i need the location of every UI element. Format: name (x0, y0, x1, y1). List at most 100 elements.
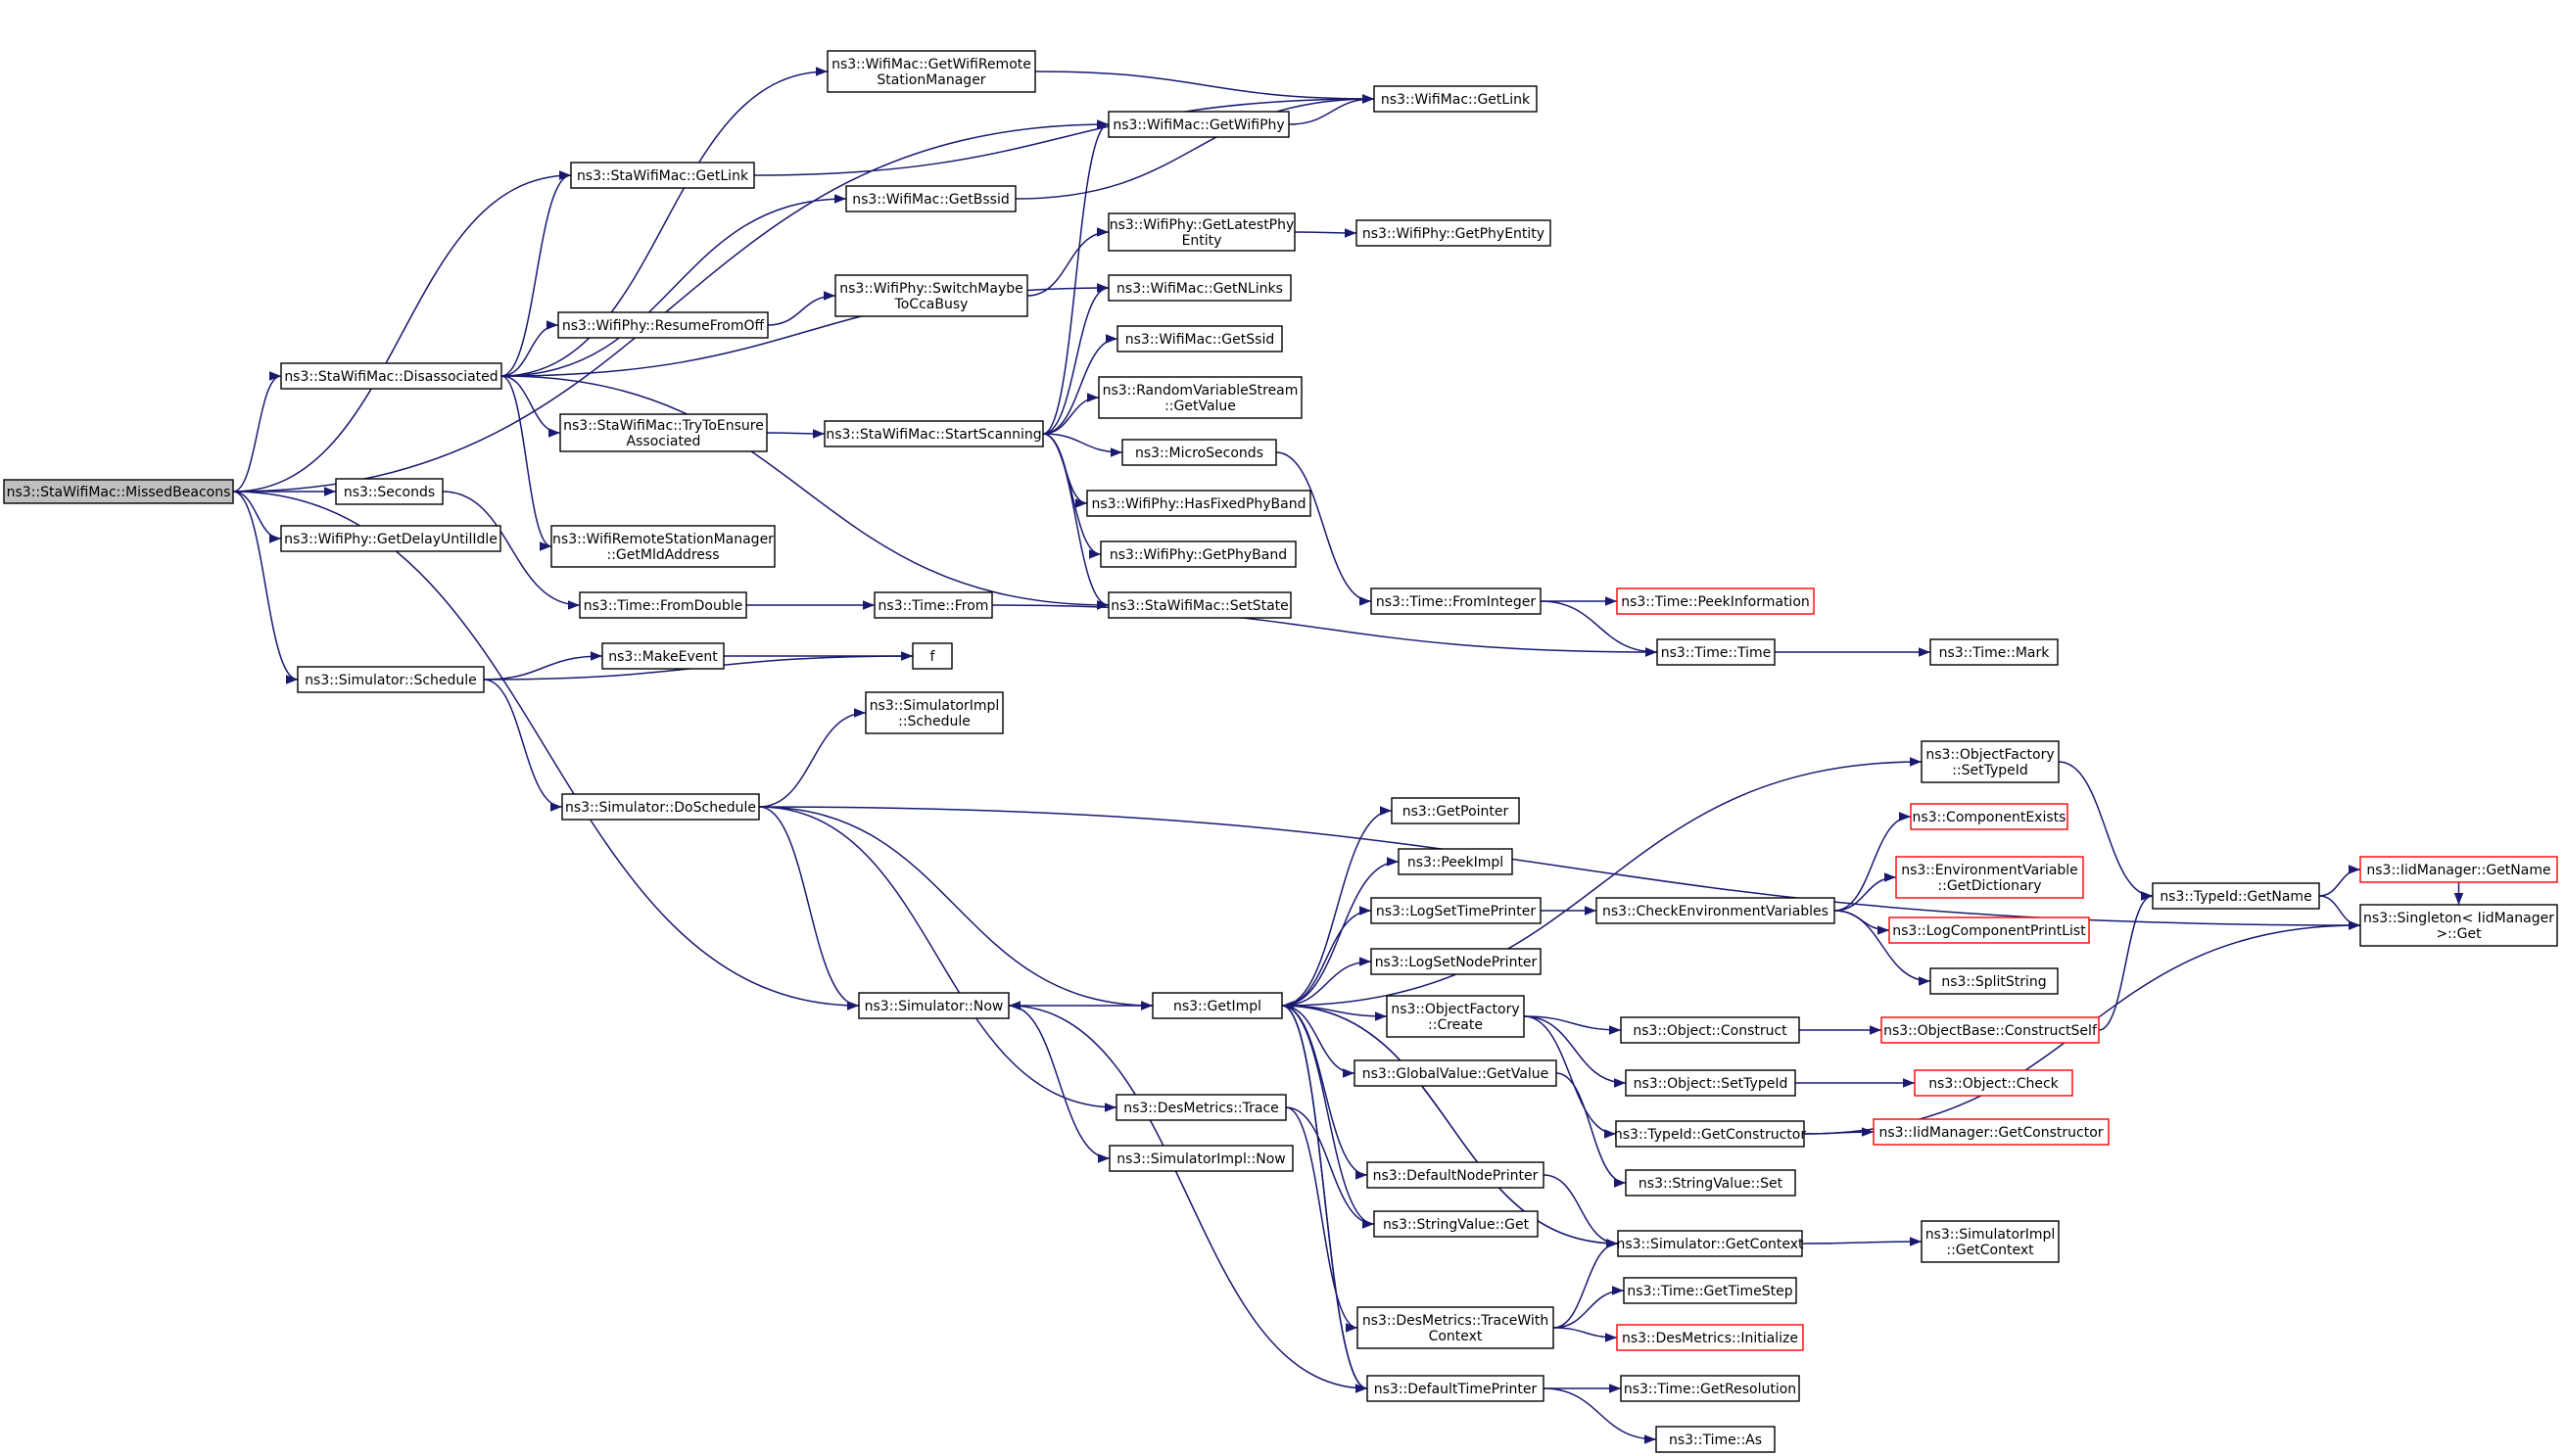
node-from-double[interactable]: ns3::Time::FromDouble (579, 591, 747, 619)
node-simimpl-get-context[interactable]: ns3::SimulatorImpl::GetContext (1921, 1220, 2060, 1263)
node-default-time-printer[interactable]: ns3::DefaultTimePrinter (1366, 1375, 1544, 1402)
node-get-pointer[interactable]: ns3::GetPointer (1391, 797, 1520, 824)
node-seconds[interactable]: ns3::Seconds (335, 478, 444, 505)
node-get-phy-band[interactable]: ns3::WifiPhy::GetPhyBand (1100, 540, 1297, 568)
node-f[interactable]: f (912, 642, 953, 670)
node-des-trace[interactable]: ns3::DesMetrics::Trace (1116, 1094, 1287, 1121)
node-simimpl-schedule[interactable]: ns3::SimulatorImpl::Schedule (865, 691, 1004, 734)
node-box (865, 691, 1004, 734)
node-get-resolution[interactable]: ns3::Time::GetResolution (1620, 1375, 1800, 1402)
node-sim-now[interactable]: ns3::Simulator::Now (858, 992, 1010, 1019)
node-label: Entity (1182, 233, 1222, 249)
node-label: ns3::Time::From (879, 598, 989, 614)
node-set-state[interactable]: ns3::StaWifiMac::SetState (1108, 591, 1292, 619)
node-rv-get-value[interactable]: ns3::RandomVariableStream::GetValue (1098, 376, 1303, 419)
node-peek-impl[interactable]: ns3::PeekImpl (1398, 848, 1513, 875)
node-label: ns3::WifiPhy::GetLatestPhy (1110, 217, 1295, 233)
edge-check-env-vars-to-component-exists (1833, 812, 1912, 912)
node-typeid-get-name[interactable]: ns3::TypeId::GetName (2152, 882, 2320, 910)
node-time-time[interactable]: ns3::Time::Time (1656, 638, 1776, 666)
node-box (874, 591, 993, 619)
node-resume-from-off[interactable]: ns3::WifiPhy::ResumeFromOff (557, 311, 769, 339)
node-get-wifi-phy[interactable]: ns3::WifiMac::GetWifiPhy (1108, 111, 1290, 138)
node-missed-beacons[interactable]: ns3::StaWifiMac::MissedBeacons (3, 479, 234, 504)
node-micro-seconds[interactable]: ns3::MicroSeconds (1121, 439, 1277, 466)
node-box (1109, 1145, 1294, 1172)
node-get-impl[interactable]: ns3::GetImpl (1152, 992, 1283, 1019)
node-global-get-value[interactable]: ns3::GlobalValue::GetValue (1354, 1059, 1557, 1087)
node-label: ::Create (1428, 1017, 1483, 1033)
node-log-set-time-printer[interactable]: ns3::LogSetTimePrinter (1370, 897, 1542, 924)
node-string-value-get[interactable]: ns3::StringValue::Get (1373, 1210, 1539, 1238)
node-sim-schedule[interactable]: ns3::Simulator::Schedule (297, 666, 485, 693)
node-start-scanning[interactable]: ns3::StaWifiMac::StartScanning (824, 420, 1044, 447)
node-string-value-set[interactable]: ns3::StringValue::Set (1625, 1169, 1796, 1197)
node-log-set-node-printer[interactable]: ns3::LogSetNodePrinter (1370, 948, 1542, 975)
node-time-as[interactable]: ns3::Time::As (1655, 1426, 1776, 1453)
node-label: ns3::Object::SetTypeId (1634, 1076, 1788, 1092)
node-object-construct[interactable]: ns3::Object::Construct (1620, 1016, 1800, 1044)
edge-missed-beacons-to-sim-schedule (232, 491, 299, 684)
node-box (2359, 856, 2558, 883)
node-label: ns3::Time::GetResolution (1624, 1382, 1796, 1397)
node-env-get-dictionary[interactable]: ns3::EnvironmentVariable::GetDictionary (1895, 856, 2084, 899)
node-simimpl-now[interactable]: ns3::SimulatorImpl::Now (1109, 1145, 1294, 1172)
node-has-fixed-band[interactable]: ns3::WifiPhy::HasFixedPhyBand (1086, 490, 1311, 517)
node-log-component-print-list[interactable]: ns3::LogComponentPrintList (1888, 916, 2090, 944)
node-default-node-printer[interactable]: ns3::DefaultNodePrinter (1366, 1161, 1544, 1189)
node-sim-get-context[interactable]: ns3::Simulator::GetContext (1616, 1230, 1804, 1257)
node-object-check[interactable]: ns3::Object::Check (1914, 1069, 2073, 1097)
node-mac-get-link[interactable]: ns3::WifiMac::GetLink (1373, 85, 1538, 113)
node-get-ssid[interactable]: ns3::WifiMac::GetSsid (1116, 325, 1283, 352)
node-obj-factory-create[interactable]: ns3::ObjectFactory::Create (1386, 995, 1525, 1038)
node-box (834, 274, 1028, 317)
node-des-initialize[interactable]: ns3::DesMetrics::Initialize (1616, 1324, 1804, 1351)
node-box (912, 642, 953, 670)
node-sta-get-link[interactable]: ns3::StaWifiMac::GetLink (570, 162, 755, 189)
node-get-bssid[interactable]: ns3::WifiMac::GetBssid (845, 185, 1017, 212)
node-component-exists[interactable]: ns3::ComponentExists (1910, 803, 2068, 830)
node-box (3, 479, 234, 504)
node-time-from[interactable]: ns3::Time::From (874, 591, 993, 619)
node-obj-factory-settypeid[interactable]: ns3::ObjectFactory::SetTypeId (1921, 740, 2060, 783)
node-box (1914, 1069, 2073, 1097)
node-get-remote-mgr[interactable]: ns3::WifiMac::GetWifiRemoteStationManage… (827, 50, 1036, 93)
node-get-delay-idle[interactable]: ns3::WifiPhy::GetDelayUntilIdle (280, 525, 501, 552)
node-iid-get-constructor[interactable]: ns3::IidManager::GetConstructor (1873, 1118, 2110, 1146)
edge-missed-beacons-to-get-wifi-phy (232, 119, 1110, 493)
node-time-from-integer[interactable]: ns3::Time::FromInteger (1370, 587, 1542, 615)
node-get-mld-address[interactable]: ns3::WifiRemoteStationManager::GetMldAdd… (550, 525, 776, 568)
node-split-string[interactable]: ns3::SplitString (1929, 967, 2059, 995)
node-make-event[interactable]: ns3::MakeEvent (601, 642, 725, 670)
node-label: ns3::Time::PeekInformation (1621, 594, 1810, 610)
edge-missed-beacons-to-disassociated (232, 371, 282, 493)
node-check-env-vars[interactable]: ns3::CheckEnvironmentVariables (1595, 897, 1835, 924)
node-box (1656, 638, 1776, 666)
node-peek-information[interactable]: ns3::Time::PeekInformation (1616, 587, 1815, 615)
node-label: ns3::WifiMac::GetSsid (1125, 332, 1274, 348)
edge-check-env-vars-to-split-string (1833, 910, 1931, 986)
node-box (1373, 85, 1538, 113)
node-time-mark[interactable]: ns3::Time::Mark (1929, 638, 2059, 666)
node-label: ns3::StaWifiMac::StartScanning (826, 427, 1041, 443)
node-label: Associated (627, 434, 701, 449)
node-box (2152, 882, 2320, 910)
node-label: ::GetMldAddress (607, 547, 720, 563)
edge-sim-schedule-to-make-event (483, 651, 603, 681)
edge-do-schedule-to-simimpl-schedule (758, 708, 867, 808)
node-typeid-get-constructor[interactable]: ns3::TypeId::GetConstructor (1614, 1120, 1806, 1148)
node-iid-get-name[interactable]: ns3::IidManager::GetName (2359, 856, 2558, 883)
node-get-nlinks[interactable]: ns3::WifiMac::GetNLinks (1108, 274, 1292, 302)
node-singleton-get[interactable]: ns3::Singleton< IidManager>::Get (2359, 904, 2558, 947)
node-do-schedule[interactable]: ns3::Simulator::DoSchedule (561, 793, 760, 821)
node-construct-self[interactable]: ns3::ObjectBase::ConstructSelf (1880, 1016, 2100, 1044)
node-get-time-step[interactable]: ns3::Time::GetTimeStep (1623, 1277, 1797, 1304)
node-get-phy-entity[interactable]: ns3::WifiPhy::GetPhyEntity (1355, 219, 1551, 247)
node-object-set-typeid[interactable]: ns3::Object::SetTypeId (1625, 1069, 1796, 1097)
node-disassociated[interactable]: ns3::StaWifiMac::Disassociated (280, 362, 502, 390)
edge-get-impl-to-log-set-time-printer (1281, 906, 1372, 1007)
